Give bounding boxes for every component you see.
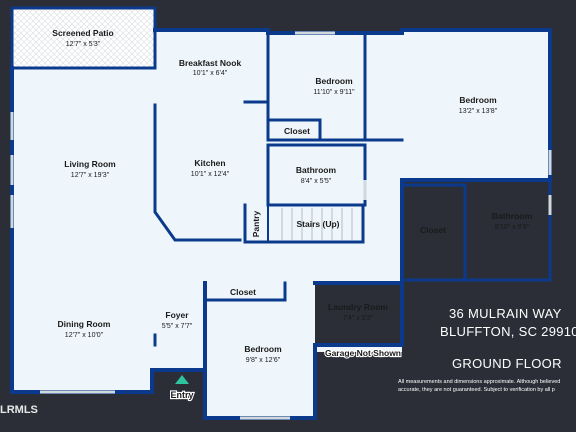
disclaimer-line-2: accurate, they are not guaranteed. Subje… <box>398 387 555 393</box>
closet-top-name: Closet <box>284 126 310 136</box>
closet-right-name: Closet <box>420 225 446 235</box>
foyer-dims: 5'5" x 7'7" <box>162 323 193 330</box>
disclaimer: All measurements and dimensions approxim… <box>398 378 576 394</box>
address-line-1: 36 MULRAIN WAY <box>449 306 562 321</box>
screened-patio-name: Screened Patio <box>52 28 113 38</box>
floor-label: GROUND FLOOR <box>452 356 562 371</box>
room-labels: Screened Patio 12'7" x 5'3" Breakfast No… <box>52 28 532 364</box>
walls <box>10 6 552 420</box>
floor-areas <box>12 8 550 418</box>
stairs-name: Stairs (Up) <box>297 219 340 229</box>
dining-room-name: Dining Room <box>58 319 111 329</box>
bedroom-right-name: Bedroom <box>459 95 497 105</box>
mls-logo: LRMLS <box>0 404 38 416</box>
entry-arrow-icon <box>175 375 189 384</box>
living-room-name: Living Room <box>64 159 116 169</box>
bathroom-right-dims: 8'10" x 8'8" <box>495 224 530 231</box>
laundry-room-dims: 7'4" x 5'2" <box>343 315 374 322</box>
foyer-name: Foyer <box>165 310 189 320</box>
disclaimer-line-1: All measurements and dimensions approxim… <box>398 379 561 385</box>
living-room-dims: 12'7" x 19'3" <box>71 172 110 179</box>
bathroom-right-name: Bathroom <box>492 211 533 221</box>
closet-bottom-name: Closet <box>230 287 256 297</box>
bedroom-top-name: Bedroom <box>315 76 353 86</box>
screened-patio-dims: 12'7" x 5'3" <box>66 41 101 48</box>
breakfast-nook-dims: 10'1" x 6'4" <box>193 70 228 77</box>
laundry-room-name: Laundry Room <box>328 302 388 312</box>
entry-label: Entry <box>170 390 193 400</box>
entry-marker: Entry <box>169 375 195 401</box>
garage-note: Garage Not Shown <box>324 347 402 359</box>
kitchen-name: Kitchen <box>194 158 225 168</box>
bathroom-mid-dims: 8'4" x 5'5" <box>301 178 332 185</box>
bedroom-bottom-name: Bedroom <box>244 344 282 354</box>
bathroom-mid-name: Bathroom <box>296 165 337 175</box>
screened-patio-area <box>12 8 155 68</box>
pantry-name: Pantry <box>251 211 261 238</box>
bedroom-bottom-dims: 9'8" x 12'6" <box>246 357 281 364</box>
breakfast-nook-name: Breakfast Nook <box>179 58 242 68</box>
windows <box>10 31 552 420</box>
dining-room-dims: 12'7" x 10'0" <box>65 332 104 339</box>
bedroom-right-dims: 13'2" x 13'8" <box>459 108 498 115</box>
stairs-treads <box>281 208 353 240</box>
bedroom-top-dims: 11'10" x 9'11" <box>313 89 355 96</box>
kitchen-dims: 10'1" x 12'4" <box>191 171 230 178</box>
garage-note-text: Garage Not Shown <box>325 348 401 358</box>
address-line-2: BLUFFTON, SC 29910 <box>440 324 576 339</box>
